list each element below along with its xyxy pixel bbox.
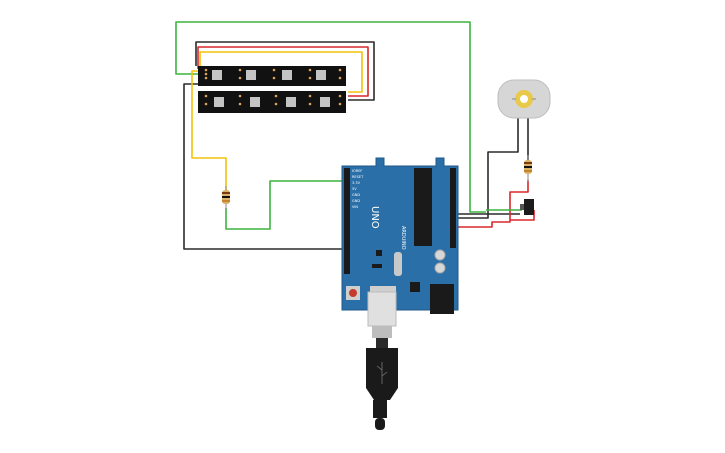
resistor-left[interactable]	[222, 186, 230, 210]
wire-yellow-strip-top[interactable]	[199, 51, 363, 93]
pin-label-left: VIN	[352, 205, 358, 209]
pin-label-left: 5V	[352, 187, 357, 191]
wire-red-resistor[interactable]	[458, 180, 529, 228]
dc-motor[interactable]	[497, 79, 551, 119]
wire-red-strip[interactable]	[197, 46, 369, 97]
wire-green-resistor-to-arduino[interactable]	[225, 180, 350, 230]
wire-yellow-strip-to-resistor[interactable]	[191, 70, 227, 190]
usb-symbol-icon	[376, 362, 388, 384]
board-brand-label: ARDUINO	[400, 226, 406, 250]
led-strip-top[interactable]	[198, 66, 346, 86]
arduino-uno-board[interactable]: UNO ARDUINO IOREF RESET 3.3V 5V GND GND …	[341, 157, 459, 314]
pin-label-left: GND	[352, 193, 360, 197]
pin-label-left: RESET	[352, 175, 364, 179]
usb-cable[interactable]	[366, 291, 398, 430]
wires	[175, 21, 535, 250]
led-strip-bottom[interactable]	[198, 91, 346, 113]
pin-label-left: GND	[352, 199, 360, 203]
wire-black-motor[interactable]	[456, 118, 519, 219]
transistor[interactable]	[520, 199, 534, 215]
wire-black-strip-top[interactable]	[195, 41, 375, 101]
pin-label-left: IOREF	[352, 169, 362, 173]
board-logo-label: UNO	[369, 206, 380, 229]
wire-black-ground-loop[interactable]	[183, 83, 350, 250]
pin-label-left: 3.3V	[352, 181, 361, 185]
wire-green-strip-to-pin[interactable]	[175, 21, 486, 213]
resistor-right[interactable]	[524, 155, 532, 182]
pin-labels-left: IOREF RESET 3.3V 5V GND GND VIN	[352, 169, 364, 209]
